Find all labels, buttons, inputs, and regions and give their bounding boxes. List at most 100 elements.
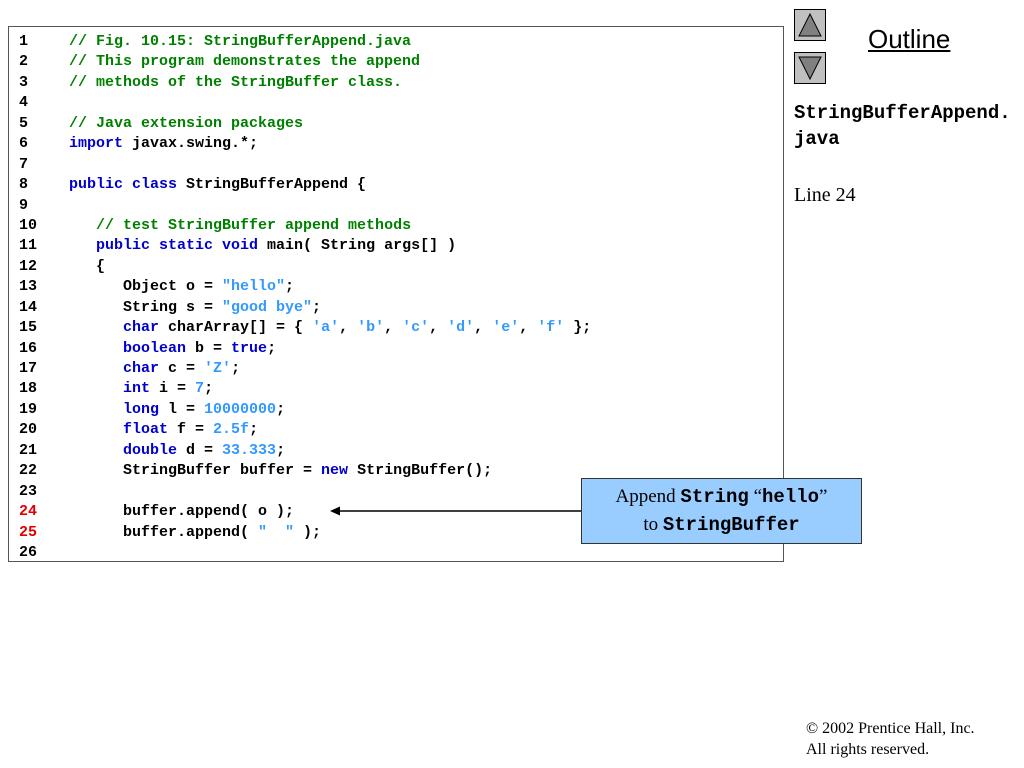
code-token: ; xyxy=(249,421,259,439)
code-line: 18 int i = 7; xyxy=(19,379,213,399)
code-token: StringBuffer(); xyxy=(348,462,493,480)
line-number: 26 xyxy=(19,543,38,561)
line-number: 18 xyxy=(19,380,38,398)
code-token xyxy=(69,340,123,357)
code-line: 16 boolean b = true; xyxy=(19,339,276,359)
code-token: buffer.append( xyxy=(69,523,259,541)
code-token: i = xyxy=(150,380,196,398)
code-text: long l = 10000000; xyxy=(69,400,285,420)
code-text: Object o = "hello"; xyxy=(69,277,294,297)
code-token: long xyxy=(123,400,160,418)
file-name: StringBufferAppend.java xyxy=(794,102,1011,150)
code-line: 21 double d = 33.333; xyxy=(19,441,285,461)
code-line: 23 xyxy=(19,482,69,502)
code-token: ; xyxy=(204,380,214,398)
code-token: // This program demonstrates the append xyxy=(69,53,421,71)
code-token xyxy=(69,237,96,254)
line-number: 24 xyxy=(19,503,38,521)
copyright-symbol: © xyxy=(806,720,819,737)
line-number: 6 xyxy=(19,135,29,153)
line-number: 8 xyxy=(19,176,29,194)
code-token: 'b' xyxy=(357,319,385,337)
code-token: boolean xyxy=(123,339,187,357)
code-token: public static void xyxy=(96,237,259,255)
line-number: 7 xyxy=(19,155,29,173)
code-token xyxy=(69,401,123,418)
next-slide-button[interactable] xyxy=(794,52,826,84)
code-token xyxy=(69,360,123,377)
line-number: 1 xyxy=(19,33,29,50)
code-text: float f = 2.5f; xyxy=(69,420,258,440)
code-text: buffer.append( " " ); xyxy=(69,523,321,543)
code-line: 13 Object o = "hello"; xyxy=(19,277,294,297)
code-line: 26 xyxy=(19,543,69,563)
code-text: boolean b = true; xyxy=(69,339,276,359)
code-line: 2 // This program demonstrates the append xyxy=(19,52,420,72)
code-token: // methods of the StringBuffer class. xyxy=(69,73,403,91)
outline-link[interactable]: Outline xyxy=(868,24,951,54)
code-token: { xyxy=(69,257,106,275)
code-line: 17 char c = 'Z'; xyxy=(19,359,240,379)
line-number: 2 xyxy=(19,53,29,71)
code-text: StringBuffer buffer = new StringBuffer()… xyxy=(69,461,492,481)
code-token: main( String args[] ) xyxy=(258,237,457,255)
code-token xyxy=(69,380,123,397)
code-line: 6 import javax.swing.*; xyxy=(19,134,258,154)
code-line: 4 xyxy=(19,93,69,113)
code-text: char charArray[] = { 'a', 'b', 'c', 'd',… xyxy=(69,318,591,338)
code-token: 'd' xyxy=(447,319,475,337)
code-token: ; xyxy=(276,400,286,418)
code-text: // This program demonstrates the append xyxy=(69,52,420,72)
code-token: StringBufferAppend { xyxy=(177,176,367,194)
code-line: 11 public static void main( String args[… xyxy=(19,236,456,256)
code-token: javax.swing.*; xyxy=(123,135,259,153)
code-token: ; xyxy=(231,360,241,377)
code-token: Object o = xyxy=(69,278,223,296)
code-token: , xyxy=(384,319,403,337)
code-text: // Java extension packages xyxy=(69,114,303,134)
callout-arrow xyxy=(330,506,581,516)
code-text: int i = 7; xyxy=(69,379,213,399)
code-token: StringBuffer buffer = xyxy=(69,462,322,480)
code-token: char xyxy=(123,319,160,337)
line-number: 16 xyxy=(19,339,38,357)
code-token: "good bye" xyxy=(222,298,313,316)
code-token: char xyxy=(123,360,160,377)
code-line: 14 String s = "good bye"; xyxy=(19,298,321,318)
code-line: 20 float f = 2.5f; xyxy=(19,420,258,440)
code-token: " " xyxy=(258,523,295,541)
code-token: ; xyxy=(285,278,295,296)
code-text: import javax.swing.*; xyxy=(69,134,258,154)
line-number: 21 xyxy=(19,441,38,459)
copyright-notice: © 2002 Prentice Hall, Inc. All rights re… xyxy=(806,720,975,758)
code-token: ); xyxy=(294,523,322,541)
code-token: 'f' xyxy=(537,319,565,337)
code-text: // Fig. 10.15: StringBufferAppend.java xyxy=(69,32,411,52)
code-line: 12 { xyxy=(19,257,105,277)
code-token: ; xyxy=(276,441,286,459)
code-token: l = xyxy=(159,400,205,418)
code-token xyxy=(69,442,123,459)
code-token: charArray[] = { xyxy=(159,319,313,337)
line-number: 19 xyxy=(19,400,38,418)
line-reference: Line 24 xyxy=(794,184,856,206)
previous-slide-button[interactable] xyxy=(794,9,826,41)
triangle-down-icon xyxy=(798,56,822,81)
code-text: // methods of the StringBuffer class. xyxy=(69,73,402,93)
code-token: 10000000 xyxy=(204,400,277,418)
code-token: public class xyxy=(69,176,178,194)
code-token: double xyxy=(123,441,178,459)
code-line: 24 buffer.append( o ); xyxy=(19,502,294,522)
code-token: // test StringBuffer append methods xyxy=(96,216,412,234)
line-number: 5 xyxy=(19,114,29,132)
code-token: float xyxy=(123,421,169,439)
callout-box: Append String “hello” to StringBuffer xyxy=(581,478,862,544)
line-number: 10 xyxy=(19,216,38,234)
callout-line-1: Append String “hello” xyxy=(615,486,828,508)
line-number: 4 xyxy=(19,94,29,112)
code-token: String s = xyxy=(69,298,223,316)
code-text: public class StringBufferAppend { xyxy=(69,175,366,195)
code-token: , xyxy=(339,319,358,337)
code-text: char c = 'Z'; xyxy=(69,359,240,379)
